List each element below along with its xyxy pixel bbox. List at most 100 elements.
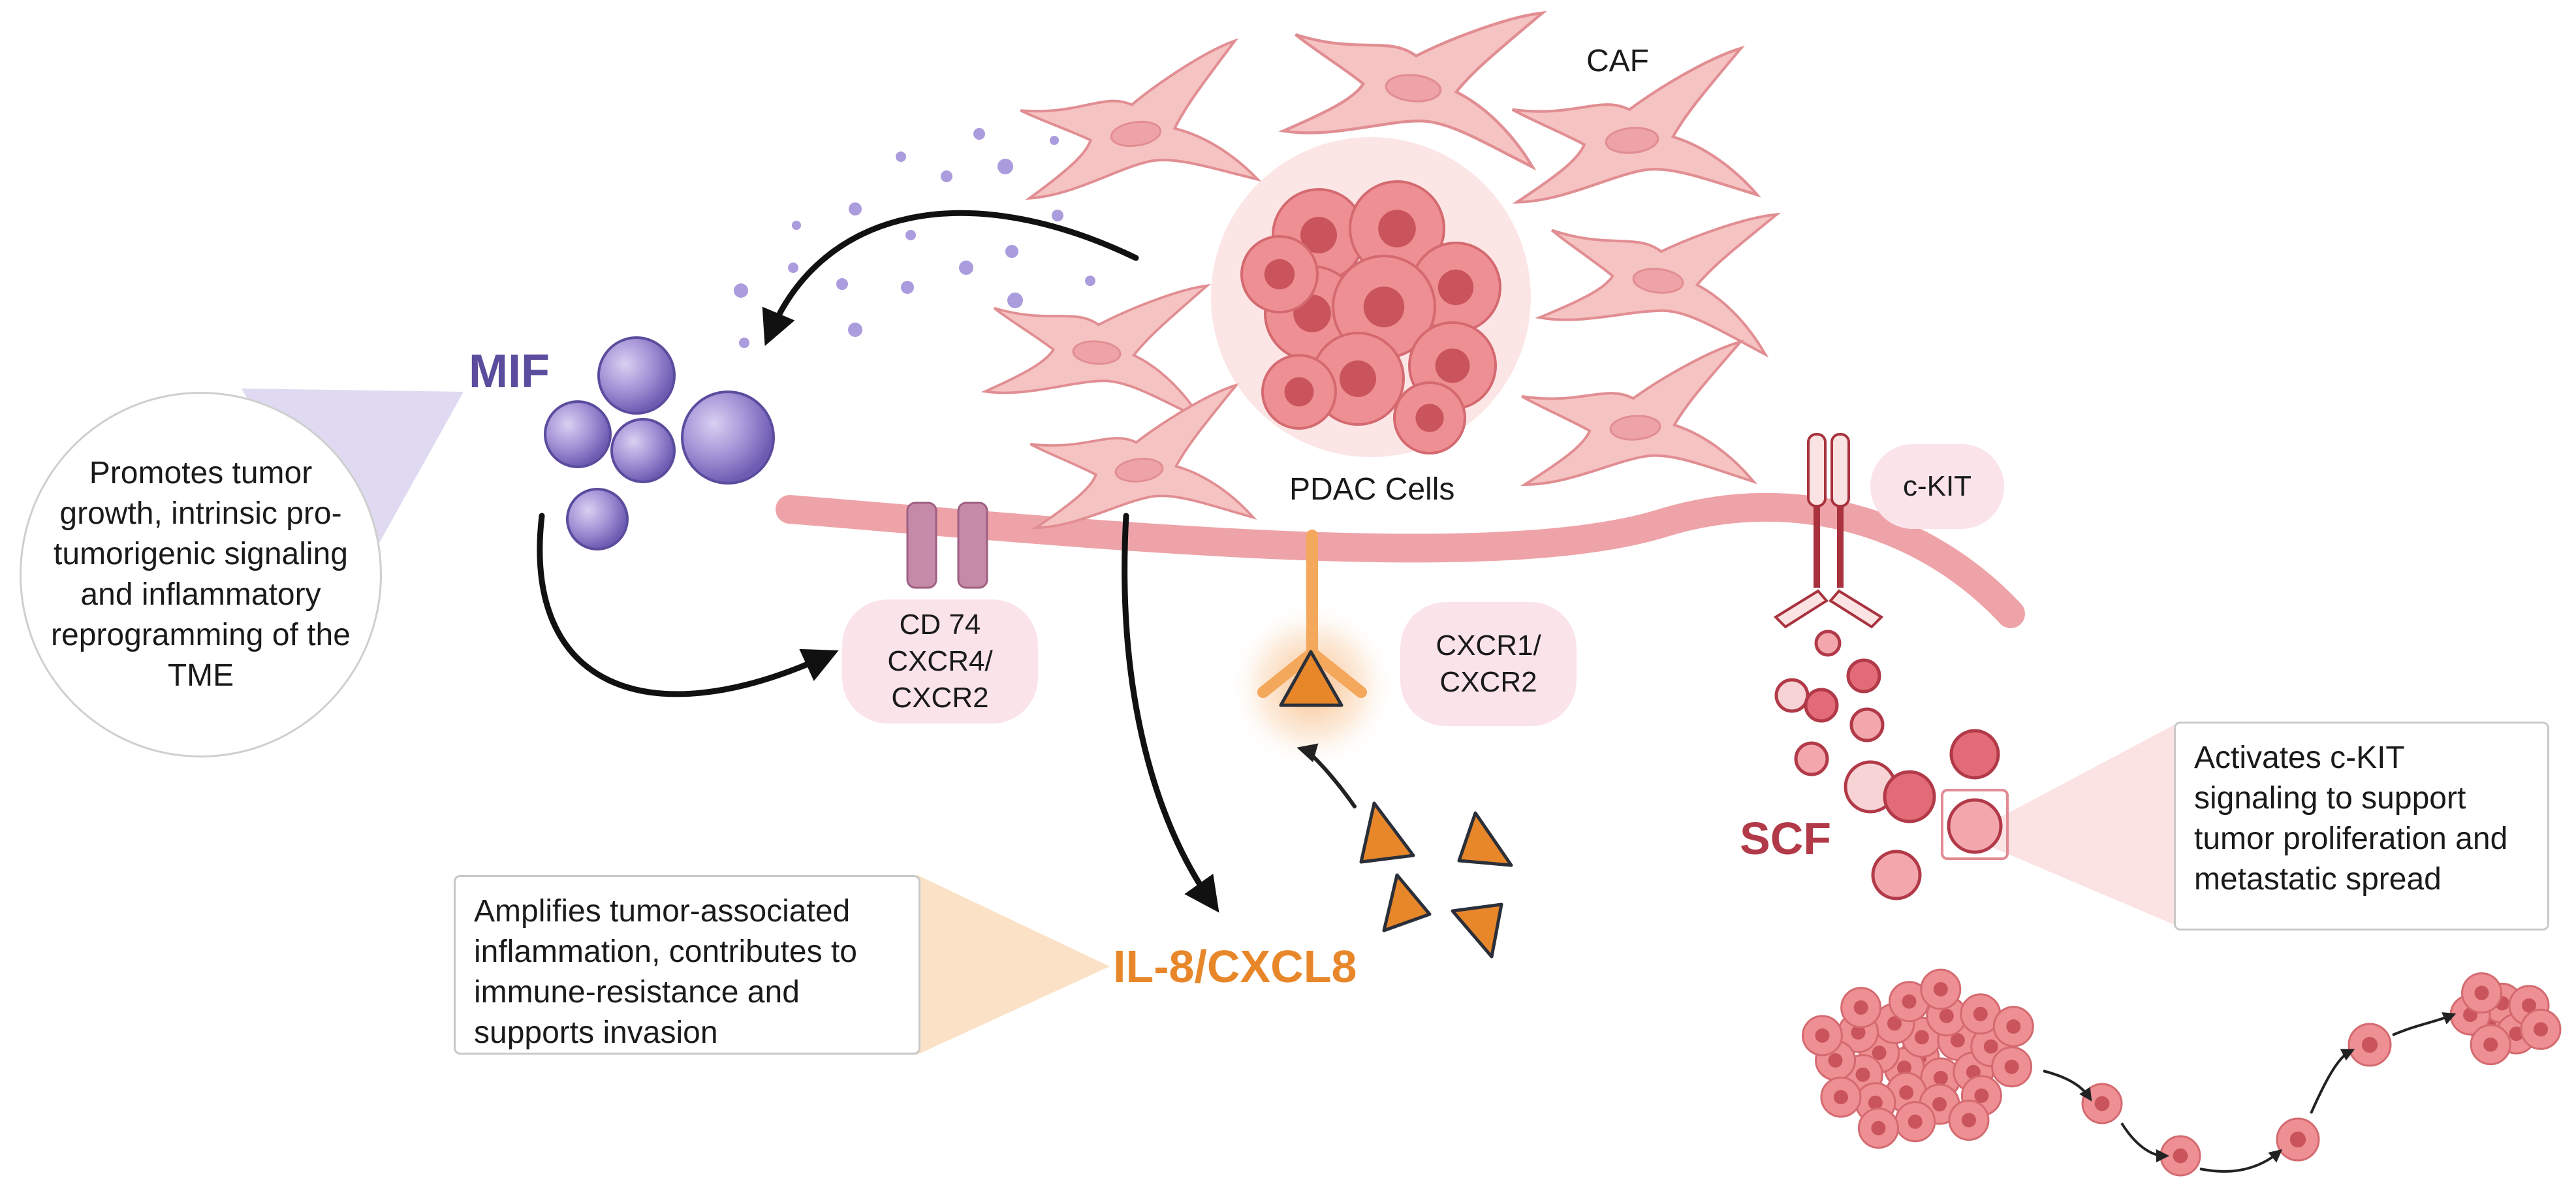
metastasis-arrow (2199, 1149, 2283, 1173)
mif-particle (905, 230, 916, 240)
tumor-nucleus (1340, 360, 1376, 397)
caf-nucleus (1632, 268, 1684, 294)
caf-cell (1278, 10, 1547, 171)
caf-cell (1020, 38, 1262, 200)
il8-label: IL-8/CXCL8 (1113, 941, 1357, 992)
meta-nucleus (2509, 1027, 2524, 1042)
mif-particle (997, 159, 1013, 174)
scf-ligands (1774, 629, 2003, 900)
scf-callout-pointer (1965, 722, 2180, 927)
arrow-caf-to-mif (762, 210, 1139, 346)
arrow-mif-to-cd74 (537, 513, 839, 697)
metastasis-arrow (2310, 1049, 2355, 1114)
mif-particle (1050, 136, 1059, 145)
meta-nucleus (2533, 1022, 2548, 1037)
cell-membrane (776, 492, 2025, 628)
cd74-receptor (906, 502, 988, 589)
pdac-tumor-cluster (1211, 137, 1531, 457)
mif-label: MIF (469, 345, 550, 398)
secondary-tumor-cluster (2449, 972, 2562, 1066)
caf-cell (1520, 339, 1758, 486)
tumor-nucleus (1437, 269, 1474, 306)
metastasis-arrow (2392, 1012, 2457, 1036)
scf-ligand (1804, 688, 1839, 723)
scf-effect-note: Activates c-KIT signaling to support tum… (2174, 722, 2549, 931)
caf-nucleus (1385, 74, 1442, 103)
mif-particle (941, 170, 952, 182)
mif-particle (848, 323, 862, 337)
meta-nucleus (1983, 1039, 1998, 1054)
meta-nucleus (1871, 1121, 1886, 1136)
metastasis-arrow (2043, 1070, 2092, 1102)
meta-nucleus (1902, 994, 1917, 1009)
meta-nucleus (1908, 1114, 1923, 1129)
caf-cell (981, 283, 1212, 422)
meta-nucleus (1974, 1088, 1989, 1103)
il8-effect-note: Amplifies tumor-associated inflammation,… (454, 875, 920, 1055)
meta-nucleus (2474, 985, 2489, 1000)
meta-nucleus (1872, 1045, 1887, 1060)
meta-nucleus (1933, 1070, 1948, 1085)
ckit-receptor-label: c-KIT (1870, 444, 2004, 529)
il8-ligands (1279, 650, 1513, 959)
scf-ligand (1814, 629, 1842, 657)
meta-nucleus (1973, 1006, 1988, 1021)
scf-highlight-box (1941, 789, 2009, 860)
migrating-nucleus (2289, 1131, 2306, 1148)
scf-ligand (1947, 798, 2003, 854)
meta-nucleus (1939, 1008, 1954, 1023)
scf-ligand (1846, 658, 1881, 693)
scf-ligand (1774, 678, 1810, 713)
scf-ligand (1849, 707, 1885, 742)
meta-nucleus (1933, 981, 1948, 996)
caf-nucleus (1605, 127, 1659, 154)
caf-nucleus (1110, 120, 1162, 148)
caf-body (1029, 383, 1257, 530)
meta-nucleus (1897, 1060, 1912, 1076)
ckit-receptor (1773, 433, 1884, 629)
meta-nucleus (1868, 1095, 1883, 1110)
mif-particle (1085, 276, 1095, 286)
tumor-nucleus (1363, 286, 1405, 328)
meta-nucleus (1828, 1053, 1843, 1068)
caf-label: CAF (1586, 44, 1649, 78)
meta-nucleus (1914, 1030, 1929, 1045)
mif-particle (1005, 245, 1018, 258)
scf-ligand (1794, 741, 1829, 776)
caf-body (1520, 339, 1758, 486)
metastasis-arrow (2120, 1122, 2169, 1162)
caf-nucleus (1609, 415, 1661, 441)
mif-particle (739, 338, 749, 348)
pdac-label: PDAC Cells (1289, 472, 1455, 507)
meta-nucleus (1961, 1113, 1976, 1128)
tumor-nucleus (1378, 210, 1416, 247)
cd74-receptor-label: CD 74 CXCR4/ CXCR2 (842, 599, 1038, 724)
tumor-nucleus (1300, 217, 1337, 253)
mif-particle (849, 202, 862, 215)
mif-spheres (544, 336, 775, 550)
mif-effect-note: Promotes tumor growth, intrinsic pro-tum… (20, 392, 382, 757)
metastasis-sequence (1801, 968, 2562, 1177)
cxcr1-receptor (1257, 530, 1367, 698)
mif-particle (836, 278, 848, 290)
mif-particle (896, 151, 906, 162)
mif-particle (1007, 293, 1023, 308)
tumor-nucleus (1435, 348, 1470, 383)
mif-particle (901, 281, 914, 294)
mif-particles (734, 128, 1095, 348)
mif-particle (973, 128, 985, 140)
arrow-caf-to-il8 (1122, 513, 1219, 913)
caf-cells (981, 10, 1782, 530)
mif-particle (734, 283, 748, 298)
mif-particle (959, 261, 973, 275)
scf-ligand (1871, 850, 1922, 900)
meta-nucleus (1815, 1028, 1830, 1043)
il8-callout-pointer (917, 875, 1110, 1055)
scf-ligand (1883, 770, 1936, 823)
meta-nucleus (2483, 1037, 2498, 1052)
tumor-nucleus (1264, 259, 1295, 290)
meta-nucleus (1950, 1033, 1965, 1048)
scf-label: SCF (1740, 813, 1831, 864)
meta-nucleus (2522, 998, 2537, 1013)
